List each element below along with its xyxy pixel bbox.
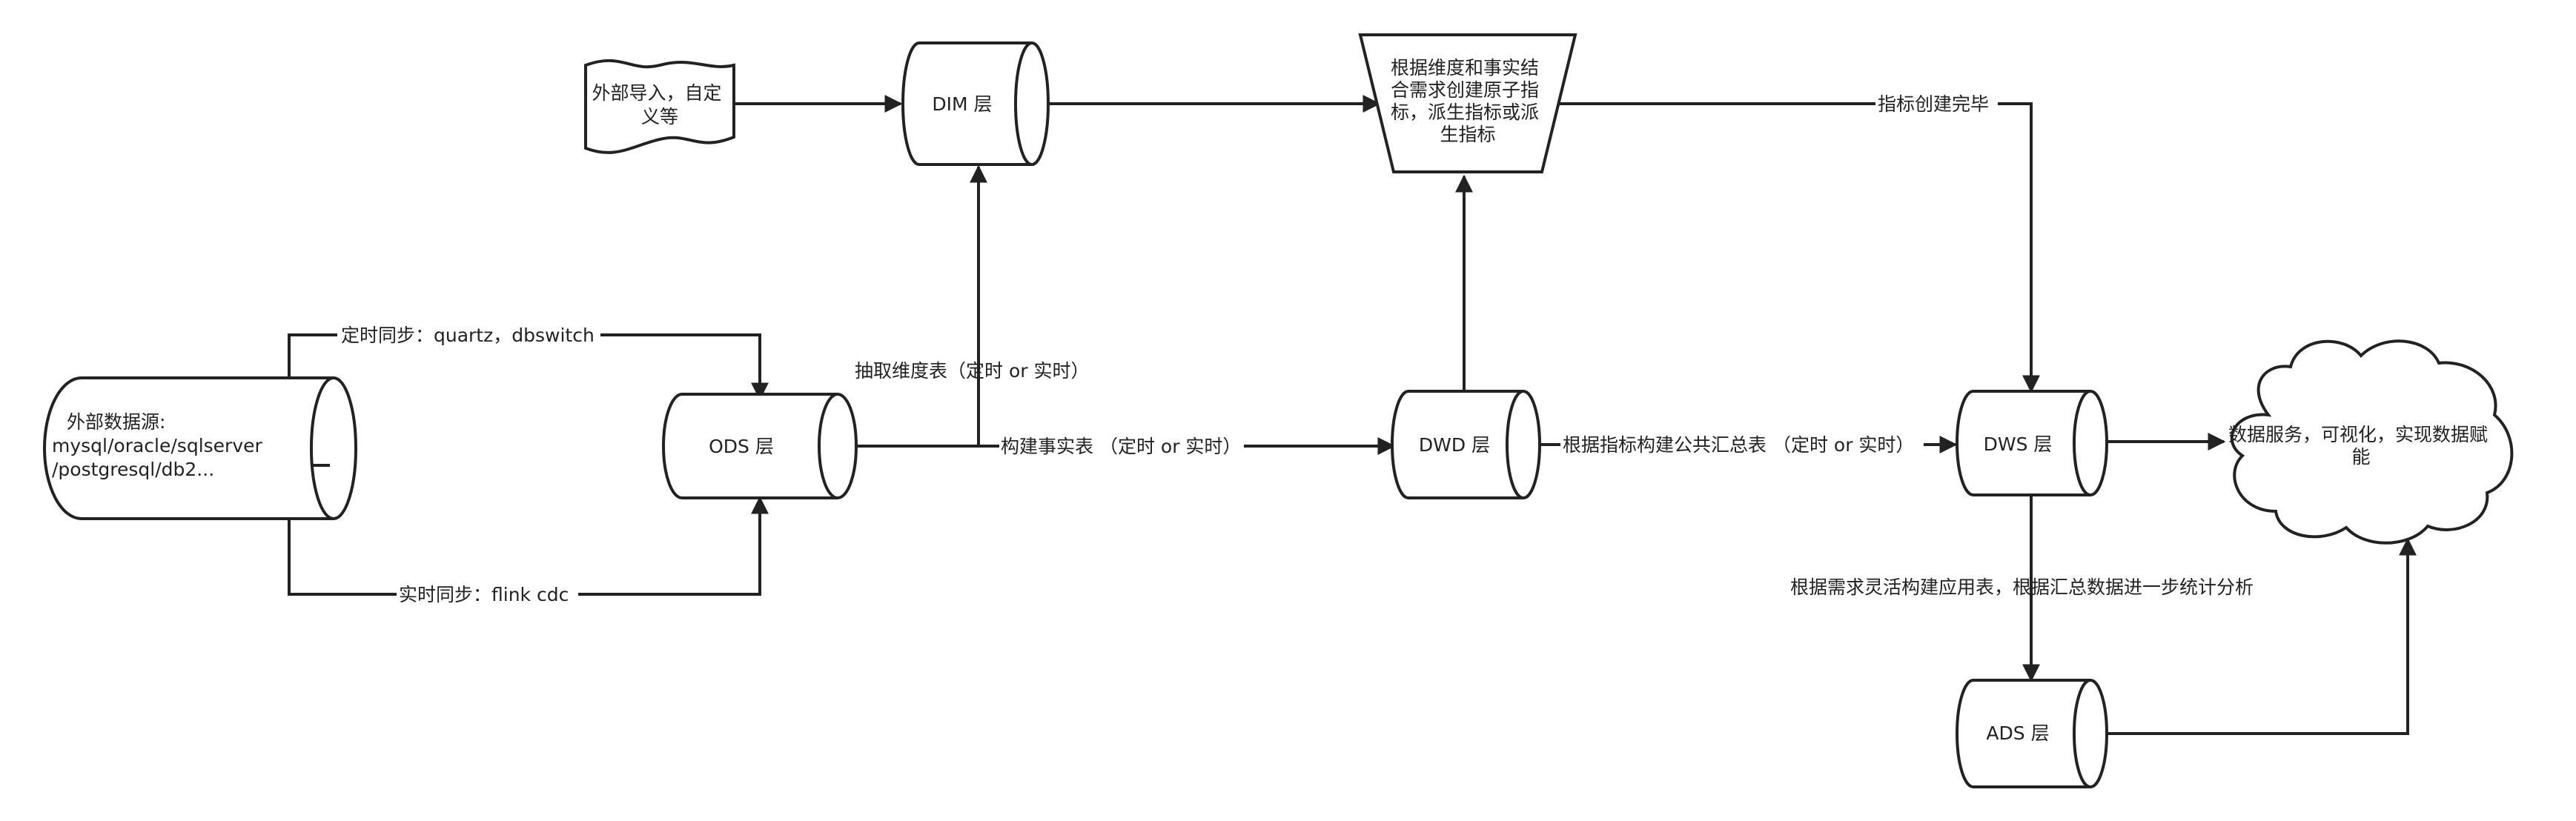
dwd-layer-node: DWD 层: [1391, 390, 1541, 499]
external-source-line-3: /postgresql/db2...: [52, 459, 214, 480]
ads-layer-node: ADS 层: [1956, 679, 2108, 788]
external-source-line-2: mysql/oracle/sqlserver: [52, 435, 262, 456]
edge-metric-done: [1554, 102, 2040, 393]
data-service-line-1: 数据服务，可视化，实现数据赋: [2228, 424, 2488, 445]
import-doc-line-2: 义等: [641, 106, 678, 127]
ads-layer-label: ADS 层: [1986, 722, 2049, 744]
dim-layer-node: DIM 层: [901, 41, 1050, 166]
metric-builder-line-3: 标，派生指标或派: [1391, 102, 1539, 123]
edge-label-extract-dim: 抽取维度表（定时 or 实时）: [855, 360, 1089, 382]
metric-builder-node: 根据维度和事实结 合需求创建原子指 标，派生指标或派 生指标: [1358, 33, 1577, 173]
data-service-label: 数据服务，可视化，实现数据赋 能: [2228, 424, 2494, 468]
metric-builder-label: 根据维度和事实结 合需求创建原子指 标，派生指标或派 生指标: [1391, 57, 1545, 145]
edge-label-build-app: 根据需求灵活构建应用表，根据汇总数据进一步统计分析: [1790, 576, 2254, 598]
dws-layer-node: DWS 层: [1956, 390, 2108, 496]
data-service-line-2: 能: [2351, 446, 2370, 468]
ods-layer-label: ODS 层: [709, 436, 774, 457]
edge-extract-dim: [856, 164, 987, 448]
edge-label-build-summary: 根据指标构建公共汇总表 （定时 or 实时）: [1563, 434, 1914, 456]
import-document-node: 外部导入，自定 义等: [584, 59, 735, 154]
metric-builder-line-4: 生指标: [1440, 124, 1495, 145]
external-source-label: 外部数据源: mysql/oracle/sqlserver /postgresq…: [52, 411, 268, 480]
data-service-cloud-node: 数据服务，可视化，实现数据赋 能: [2228, 339, 2514, 545]
metric-builder-line-2: 合需求创建原子指: [1391, 79, 1539, 101]
ods-layer-node: ODS 层: [662, 393, 858, 499]
dim-layer-label: DIM 层: [932, 93, 992, 115]
import-doc-line-1: 外部导入，自定: [592, 82, 722, 104]
external-source-node: 外部数据源: mysql/oracle/sqlserver /postgresq…: [43, 376, 357, 520]
edge-label-timed-sync: 定时同步：quartz，dbswitch: [341, 325, 595, 346]
edge-label-realtime-sync: 实时同步：flink cdc: [399, 584, 569, 605]
edge-label-build-fact: 构建事实表 （定时 or 实时）: [1001, 436, 1241, 457]
external-source-line-1: 外部数据源:: [67, 411, 165, 433]
metric-builder-line-1: 根据维度和事实结: [1391, 57, 1539, 79]
edge-label-metric-done: 指标创建完毕: [1878, 93, 1989, 115]
edge-ads-to-service: [2107, 537, 2417, 735]
dwd-layer-label: DWD 层: [1419, 434, 1490, 456]
edge-realtime-sync: [288, 496, 769, 596]
import-document-label: 外部导入，自定 义等: [592, 82, 728, 127]
dws-layer-label: DWS 层: [1984, 433, 2053, 455]
